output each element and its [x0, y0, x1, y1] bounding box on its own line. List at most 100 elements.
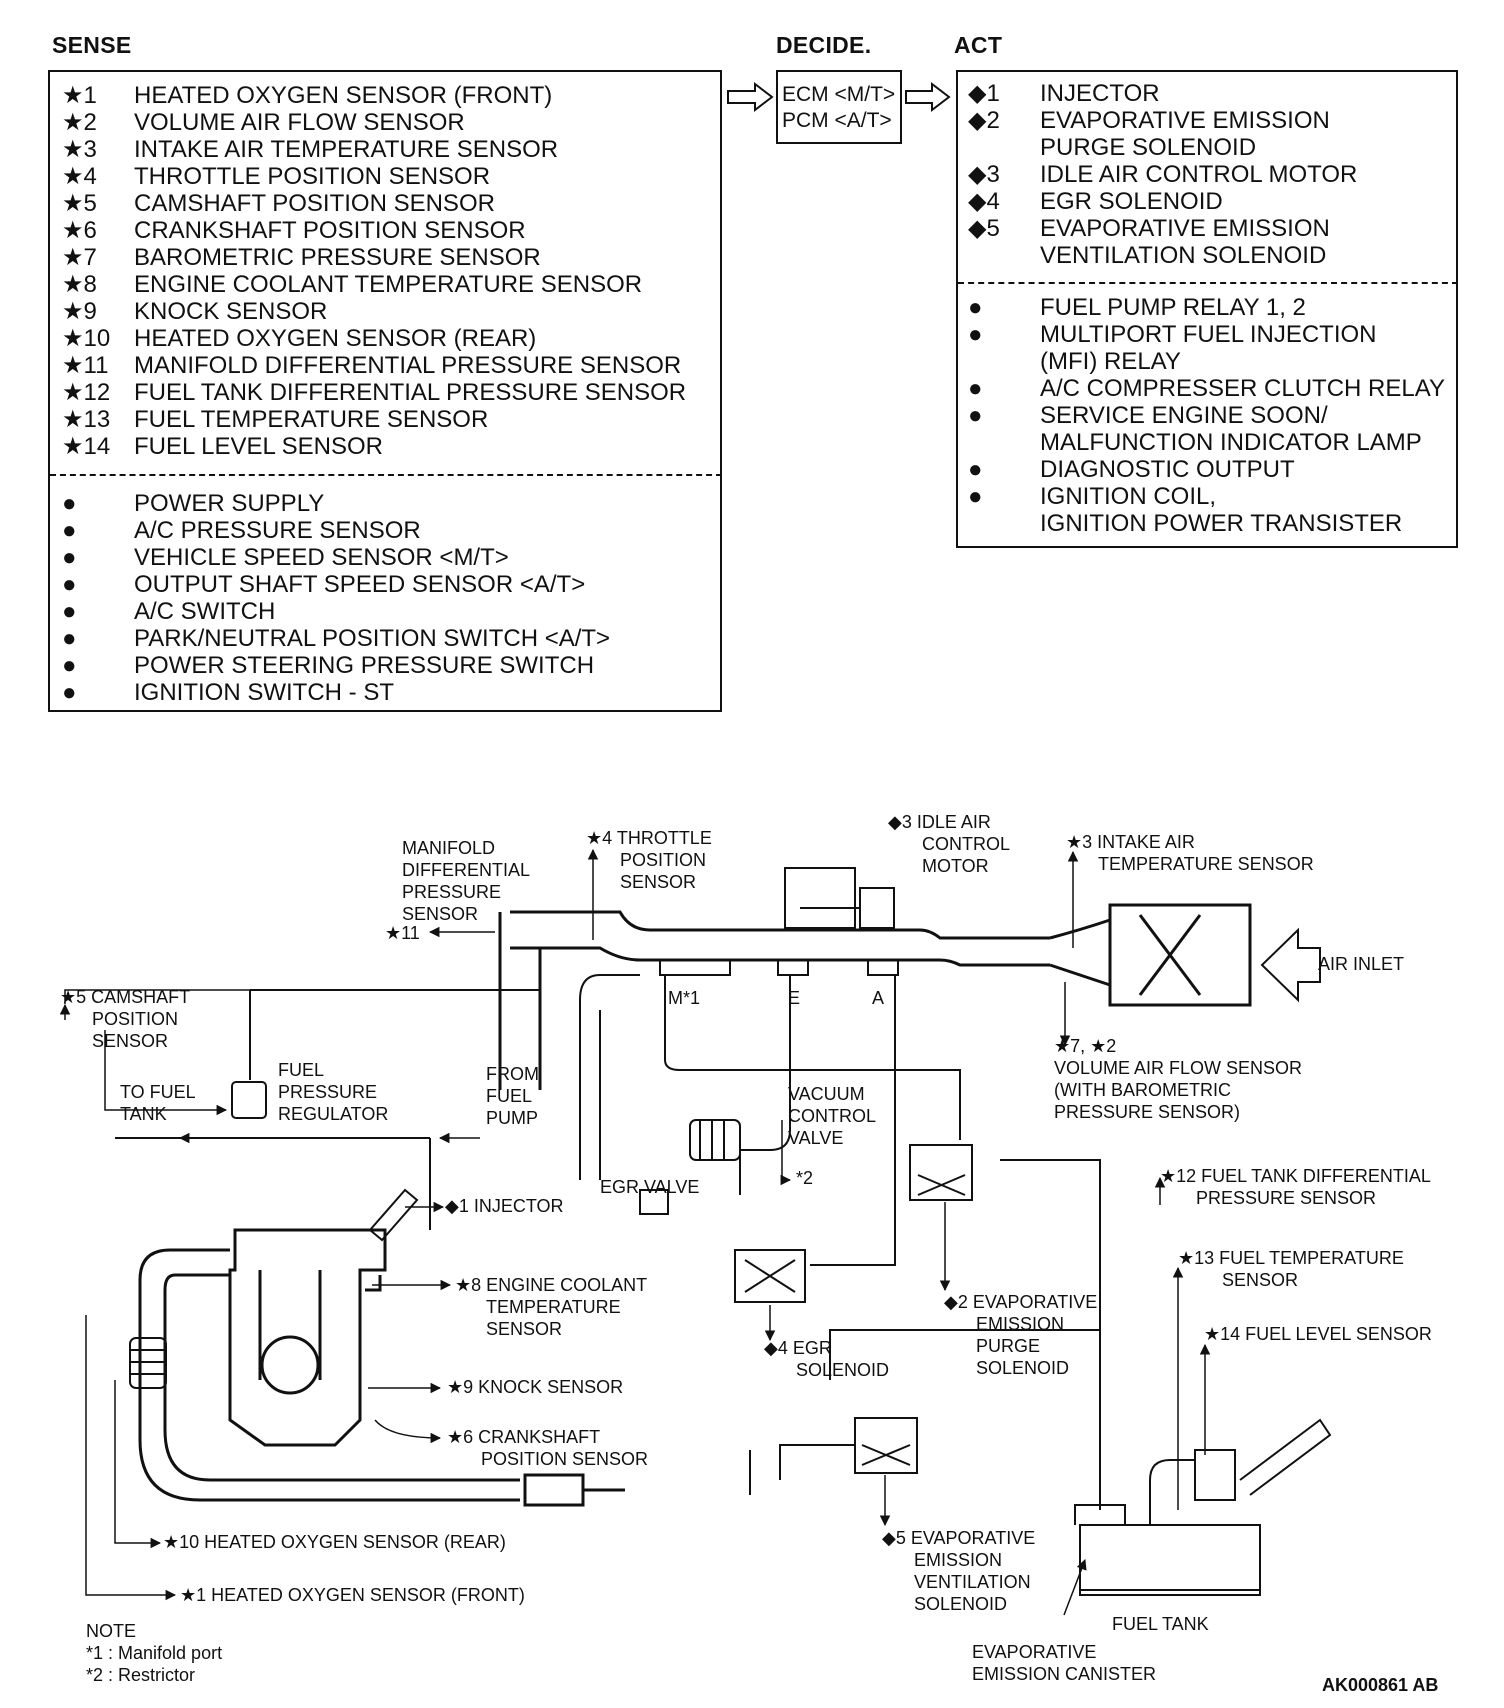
act-other-text: SERVICE ENGINE SOON/ — [1040, 402, 1328, 429]
to-fuel-tank-line-1: TO FUEL — [120, 1082, 196, 1102]
intake-air-line-2: TEMPERATURE SENSOR — [1098, 854, 1314, 874]
sense-sensor-text: VOLUME AIR FLOW SENSOR — [134, 109, 465, 136]
purge-solenoid-line-3: PURGE — [976, 1336, 1040, 1356]
vaf-line-2: VOLUME AIR FLOW SENSOR — [1054, 1058, 1302, 1078]
sense-sensor-marker: ★11 — [62, 352, 109, 379]
fuel-regulator-line-3: REGULATOR — [278, 1104, 388, 1124]
sense-other-text: POWER STEERING PRESSURE SWITCH — [134, 652, 595, 679]
fuel-tank-assembly — [1074, 1418, 1332, 1596]
sense-sensor-text: FUEL LEVEL SENSOR — [134, 433, 383, 460]
idle-air-line-3: MOTOR — [922, 856, 989, 876]
sense-divider — [50, 474, 722, 476]
fuel-tank-diff-label: ★12 FUEL TANK DIFFERENTIAL PRESSURE SENS… — [1160, 1166, 1435, 1208]
exhaust-pipe — [138, 1248, 625, 1507]
vent-solenoid-label: ◆5 EVAPORATIVE EMISSION VENTILATION SOLE… — [882, 1528, 1040, 1614]
note-line-1: *1 : Manifold port — [86, 1643, 222, 1663]
knock-label: ★9 KNOCK SENSOR — [447, 1377, 623, 1397]
fuel-temp-line-1: ★13 FUEL TEMPERATURE — [1178, 1248, 1404, 1268]
purge-solenoid-line-2: EMISSION — [976, 1314, 1064, 1334]
canister-label: EVAPORATIVE EMISSION CANISTER — [972, 1642, 1156, 1684]
sense-sensor-marker: ★6 — [62, 217, 97, 244]
o2-front-label: ★1 HEATED OXYGEN SENSOR (FRONT) — [180, 1585, 525, 1605]
sense-sensor-marker: ★7 — [62, 244, 97, 271]
fuel-temp-line-2: SENSOR — [1222, 1270, 1298, 1290]
act-actuator-text: IDLE AIR CONTROL MOTOR — [1040, 161, 1358, 188]
sense-sensor-marker: ★8 — [62, 271, 97, 298]
sense-other-marker: ● — [62, 571, 77, 598]
act-actuator-marker: ◆4 — [968, 188, 1000, 215]
act-other-text: MULTIPORT FUEL INJECTION — [1040, 321, 1377, 348]
act-other-marker: ● — [968, 321, 983, 348]
sense-sensor-marker: ★10 — [62, 325, 111, 352]
act-actuator-marker: ◆5 — [968, 215, 1000, 242]
act-actuator-text: EVAPORATIVE EMISSION — [1040, 107, 1330, 134]
sense-sensor-text: HEATED OXYGEN SENSOR (REAR) — [134, 325, 537, 352]
sense-sensor-text: MANIFOLD DIFFERENTIAL PRESSURE SENSOR — [134, 352, 682, 379]
fuel-level-label: ★14 FUEL LEVEL SENSOR — [1204, 1324, 1432, 1344]
sense-sensor-marker: ★1 — [62, 82, 97, 109]
intake-air-label: ★3 INTAKE AIR TEMPERATURE SENSOR — [1066, 832, 1314, 874]
idle-air-line-2: CONTROL — [922, 834, 1010, 854]
air-inlet-label: AIR INLET — [1318, 954, 1404, 974]
sense-to-decide-arrow — [727, 81, 774, 113]
ecm-label: ECM <M/T> — [782, 83, 896, 106]
throttle-line-2: POSITION — [620, 850, 706, 870]
sense-other-marker: ● — [62, 544, 77, 571]
sense-other-text: OUTPUT SHAFT SPEED SENSOR <A/T> — [134, 571, 586, 598]
vcv-line-2: CONTROL — [788, 1106, 876, 1126]
decide-box: ECM <M/T> PCM <A/T> — [776, 70, 902, 144]
from-fuel-pump-line-2: FUEL — [486, 1086, 532, 1106]
sense-sensor-text: KNOCK SENSOR — [134, 298, 328, 325]
throttle-line-3: SENSOR — [620, 872, 696, 892]
egr-valve-label: EGR VALVE — [600, 1177, 699, 1197]
from-fuel-pump-label: FROM FUEL PUMP — [486, 1064, 544, 1128]
camshaft-line-1: ★5 CAMSHAFT — [60, 987, 190, 1007]
egr-solenoid-label: ◆4 EGR SOLENOID — [764, 1338, 889, 1380]
catalyst — [129, 1337, 167, 1389]
act-actuator-text: VENTILATION SOLENOID — [1040, 242, 1327, 269]
act-header: ACT — [954, 32, 1003, 58]
egr-solenoid — [734, 1249, 806, 1303]
manifold-sensor-line-2: DIFFERENTIAL — [402, 860, 530, 880]
engine-block — [228, 1228, 387, 1447]
leader-lines — [59, 848, 1211, 1616]
sense-sensor-marker: ★3 — [62, 136, 97, 163]
fuel-tank-diff-line-1: ★12 FUEL TANK DIFFERENTIAL — [1160, 1166, 1431, 1186]
act-other-text: DIAGNOSTIC OUTPUT — [1040, 456, 1295, 483]
vent-solenoid-line-3: VENTILATION — [914, 1572, 1031, 1592]
sense-sensor-text: THROTTLE POSITION SENSOR — [134, 163, 491, 190]
act-other-text: IGNITION COIL, — [1040, 483, 1217, 510]
sense-sensor-text: FUEL TEMPERATURE SENSOR — [134, 406, 489, 433]
sense-other-marker: ● — [62, 652, 77, 679]
camshaft-label: ★5 CAMSHAFT POSITION SENSOR — [60, 987, 195, 1051]
sense-sensor-text: FUEL TANK DIFFERENTIAL PRESSURE SENSOR — [134, 379, 687, 406]
fuel-regulator-line-1: FUEL — [278, 1060, 324, 1080]
sense-other-marker: ● — [62, 598, 77, 625]
sense-sensor-text: HEATED OXYGEN SENSOR (FRONT) — [134, 82, 553, 109]
crankshaft-label: ★6 CRANKSHAFT POSITION SENSOR — [447, 1427, 648, 1469]
act-actuator-marker: ◆2 — [968, 107, 1000, 134]
vaf-line-1: ★7, ★2 — [1054, 1036, 1116, 1056]
sense-other-text: IGNITION SWITCH - ST — [134, 679, 394, 706]
coolant-line-1: ★8 ENGINE COOLANT — [455, 1275, 647, 1295]
sense-sensor-text: INTAKE AIR TEMPERATURE SENSOR — [134, 136, 559, 163]
coolant-line-2: TEMPERATURE — [486, 1297, 621, 1317]
idle-air-line-1: ◆3 IDLE AIR — [888, 812, 991, 832]
act-other-text: (MFI) RELAY — [1040, 348, 1181, 375]
decide-to-act-arrow — [905, 81, 951, 113]
vcv-line-1: VACUUM — [788, 1084, 865, 1104]
throttle-line-1: ★4 THROTTLE — [586, 828, 712, 848]
act-other-text: MALFUNCTION INDICATOR LAMP — [1040, 429, 1422, 456]
pcm-label: PCM <A/T> — [782, 109, 892, 132]
to-fuel-tank-line-2: TANK — [120, 1104, 167, 1124]
purge-solenoid-label: ◆2 EVAPORATIVE EMISSION PURGE SOLENOID — [944, 1292, 1102, 1378]
coolant-line-3: SENSOR — [486, 1319, 562, 1339]
sense-other-marker: ● — [62, 625, 77, 652]
restrictor-mark: *2 — [796, 1168, 813, 1188]
vaf-line-4: PRESSURE SENSOR) — [1054, 1102, 1240, 1122]
air-inlet-arrow — [1260, 927, 1321, 1003]
purge-solenoid-line-1: ◆2 EVAPORATIVE — [944, 1292, 1097, 1312]
fuel-regulator-line-2: PRESSURE — [278, 1082, 377, 1102]
sense-sensor-marker: ★14 — [62, 433, 111, 460]
